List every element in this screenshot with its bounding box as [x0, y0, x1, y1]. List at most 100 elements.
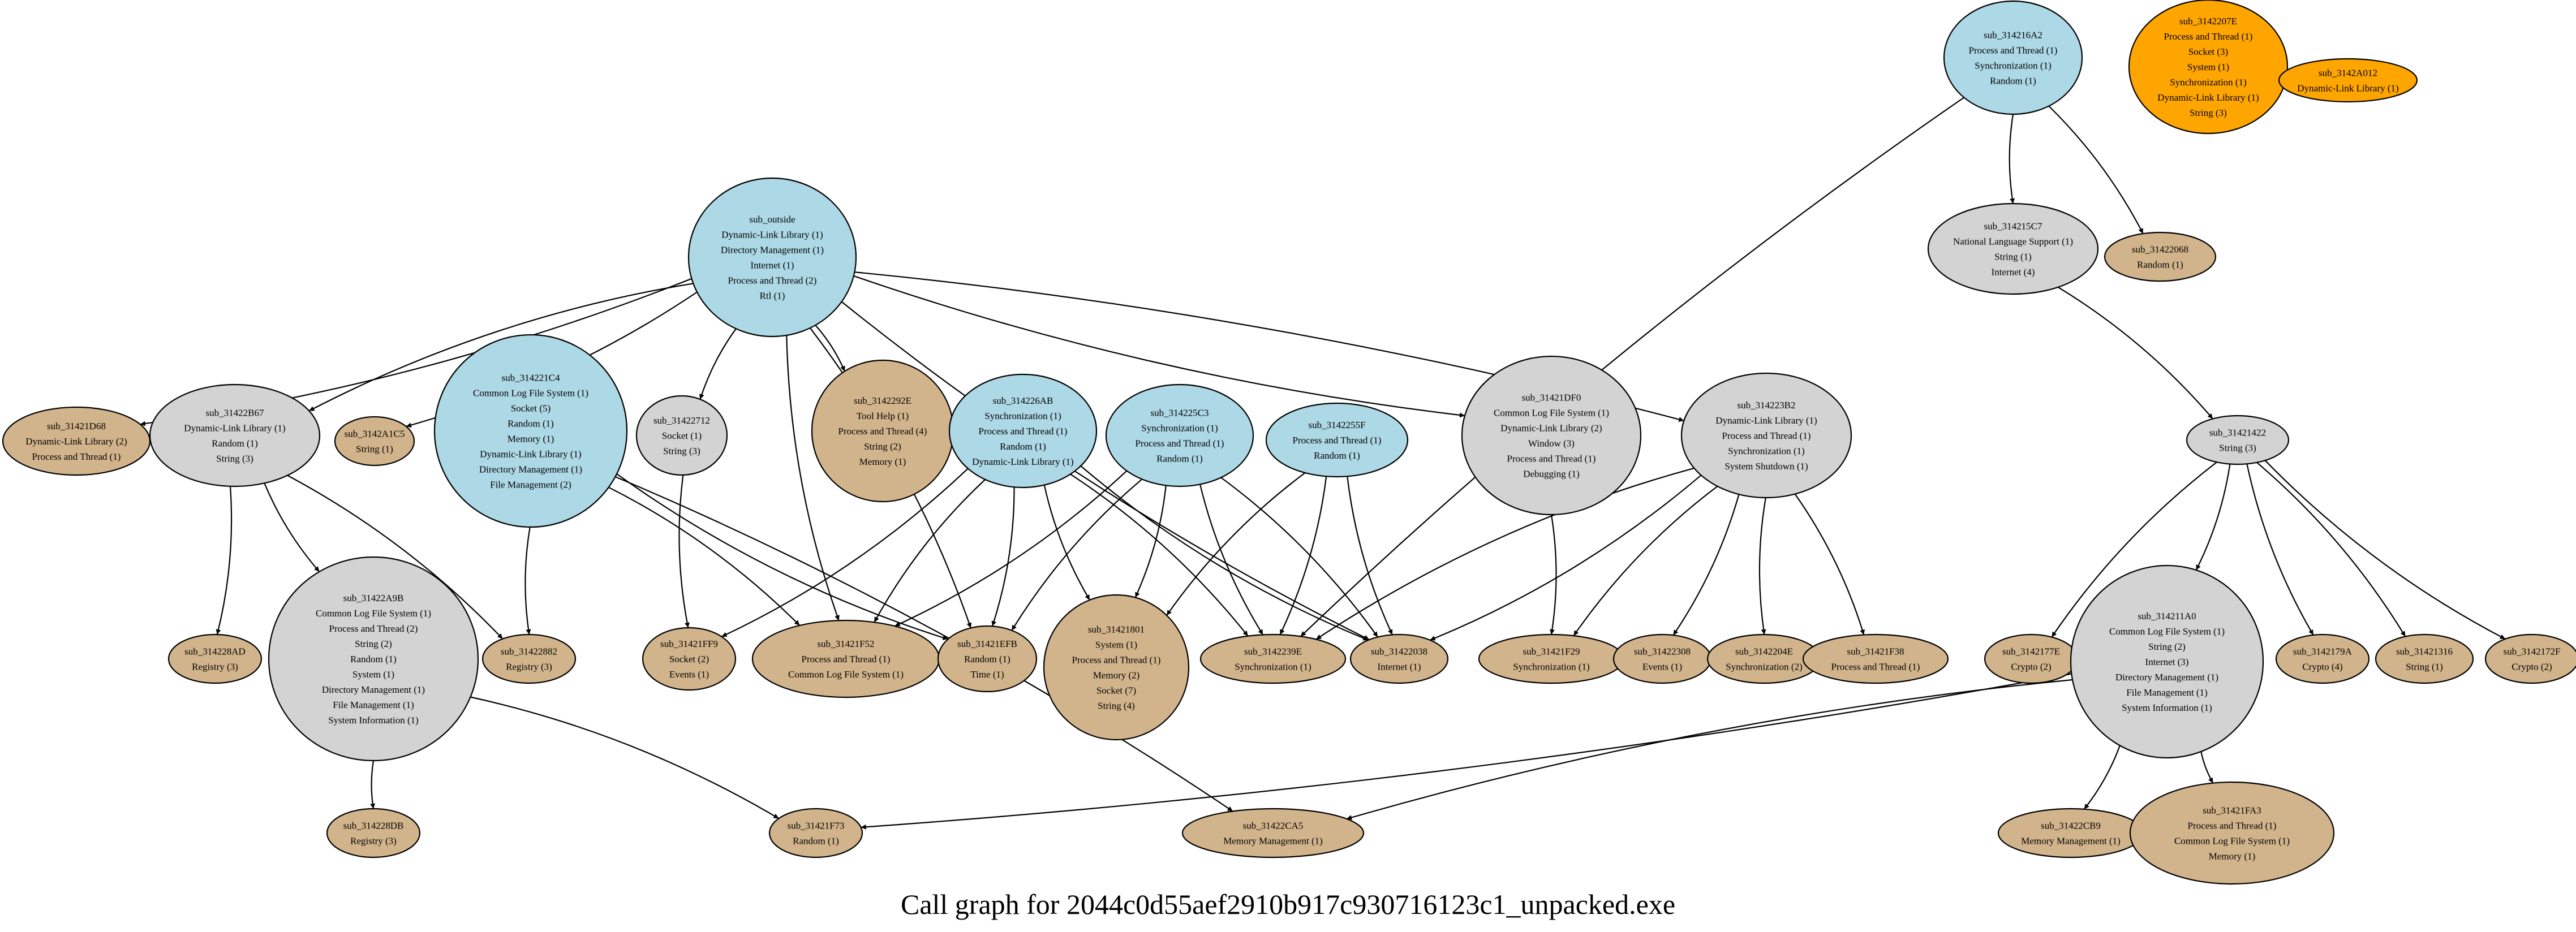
node-api-count: Random (1) [212, 438, 258, 449]
edge-sub_314216A2-to-sub_3142239E [1300, 97, 1965, 637]
node-api-count: Random (1) [350, 654, 397, 665]
node-api-count: Dynamic-Link Library (1) [480, 449, 581, 460]
node-title: sub_31422882 [501, 646, 557, 657]
node-api-count: Process and Thread (1) [1507, 454, 1596, 464]
edge-sub_31421422-to-sub_3142177E [2051, 461, 2217, 638]
node-api-count: Process and Thread (2) [728, 275, 817, 286]
node-api-count: Internet (4) [1992, 267, 2035, 278]
edge-sub_314223B2-to-sub_31422038 [1430, 474, 1702, 641]
edge-sub_314225C3-to-sub_31422038 [1220, 477, 1378, 638]
edge-sub_314226AB-to-sub_31422038 [1080, 465, 1369, 641]
node-title: sub_3142292E [854, 395, 911, 406]
node-title: sub_31421EFB [957, 638, 1017, 649]
node-api-count: Dynamic-Link Library (2) [1500, 423, 1602, 434]
node-api-count: Debugging (1) [1523, 469, 1580, 480]
node-shape [768, 808, 863, 858]
graph-caption: Call graph for 2044c0d55aef2910b917c9307… [900, 888, 1676, 920]
node-shape [687, 177, 857, 338]
node-api-count: Common Log File System (1) [316, 608, 431, 619]
node-api-count: String (1) [1994, 252, 2032, 262]
node-api-count: Common Log File System (1) [788, 669, 904, 680]
node-title: sub_3142179A [2293, 646, 2353, 657]
node-shape [1461, 355, 1642, 516]
edge-sub_31422B67-to-sub_31422882 [287, 474, 504, 640]
edge-sub_outside-to-sub_3142292E [815, 325, 846, 372]
node-title: sub_314216A2 [1984, 30, 2042, 41]
node-shape [167, 633, 263, 684]
node-api-count: Internet (3) [2145, 657, 2189, 667]
node-api-count: Memory (2) [1093, 670, 1140, 681]
node-api-count: Common Log File System (1) [2174, 836, 2290, 847]
node-api-count: Process and Thread (1) [979, 426, 1068, 437]
node-shape [2275, 633, 2370, 684]
node-api-count: String (2) [864, 441, 901, 452]
node-api-count: File Management (1) [333, 700, 414, 710]
edge-sub_outside-to-sub_31422B67 [308, 283, 694, 412]
node-api-count: Process and Thread (1) [1293, 435, 1382, 446]
node-layer: sub_3142207E Process and Thread (1) Socket… [2, 0, 2576, 885]
node-api-count: Process and Thread (1) [1072, 655, 1161, 666]
node-shape [635, 395, 728, 476]
edge-sub_31422A9B-to-sub_31421F73 [470, 696, 779, 819]
node-api-count: File Management (2) [490, 480, 571, 490]
node-api-count: Directory Management (1) [322, 684, 425, 695]
node-api-count: Random (1) [1000, 441, 1046, 452]
edge-sub_3142255F-to-sub_31421801 [1166, 472, 1306, 616]
node-api-count: String (2) [355, 638, 392, 649]
node-title: sub_31422B67 [206, 408, 264, 418]
node-shape [1105, 383, 1254, 487]
node-api-count: Process and Thread (1) [1831, 662, 1920, 672]
node-title: sub_314225C3 [1151, 408, 1209, 418]
edge-sub_314226AB-to-sub_31421EFB [991, 487, 1015, 627]
node-shape [2484, 633, 2576, 684]
edge-sub_outside-to-sub_31421DF0 [853, 275, 1465, 418]
node-api-count: Dynamic-Link Library (1) [972, 456, 1073, 467]
node-api-count: Memory (1) [2209, 851, 2256, 862]
node-shape [2104, 231, 2217, 282]
node-api-count: Memory Management (1) [2021, 836, 2121, 847]
node-api-count: Events (1) [1642, 662, 1682, 672]
edge-sub_314226AB-to-sub_31421FF9 [721, 468, 969, 637]
node-shape [2186, 415, 2290, 465]
node-shape [149, 383, 321, 487]
node-api-count: String (3) [663, 446, 700, 456]
node-shape [642, 627, 737, 691]
node-api-count: Events (1) [669, 669, 709, 680]
node-api-count: Registry (3) [192, 662, 238, 672]
edge-sub_314223B2-to-sub_3142239E [1315, 467, 1695, 640]
edge-sub_314225C3-to-sub_31421F52 [894, 470, 1128, 627]
node-api-count: Synchronization (1) [1235, 662, 1311, 672]
node-api-count: String (3) [2219, 443, 2256, 454]
node-shape [326, 808, 421, 858]
node-shape [481, 633, 577, 684]
node-api-count: Window (3) [1528, 438, 1575, 449]
node-api-count: Common Log File System (1) [1494, 408, 1609, 418]
node-api-count: System (1) [352, 669, 394, 680]
node-api-count: Socket (2) [669, 654, 709, 665]
node-api-count: Crypto (4) [2302, 662, 2342, 672]
edge-sub_31421422-to-sub_3142172F [2264, 460, 2506, 640]
node-title: sub_3142207E [2179, 16, 2237, 27]
edge-sub_31421DF0-to-sub_31421F29 [1549, 514, 1557, 635]
node-shape [1680, 372, 1852, 499]
node-shape [2070, 564, 2264, 759]
edge-sub_314216A2-to-sub_31422068 [2048, 105, 2144, 234]
